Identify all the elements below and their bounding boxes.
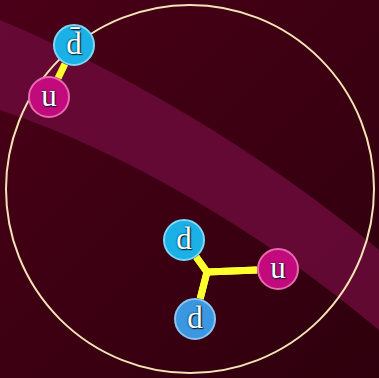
quark-circle: d [174,298,216,340]
diagonal-band [0,20,379,330]
quark-label: u [270,252,286,283]
quark-circle: u [257,248,299,290]
quark-circle: u [28,76,70,118]
gluon-line [200,270,257,299]
gluon-line [58,64,65,78]
quark-circle: d̄ [53,24,95,66]
hadron-outline [6,5,374,373]
quark-circle: d [163,219,205,261]
quark-label: d [187,302,203,333]
quark-label: d [176,223,192,254]
quark-label: u [41,80,57,111]
quark-label: d̄ [66,28,82,59]
